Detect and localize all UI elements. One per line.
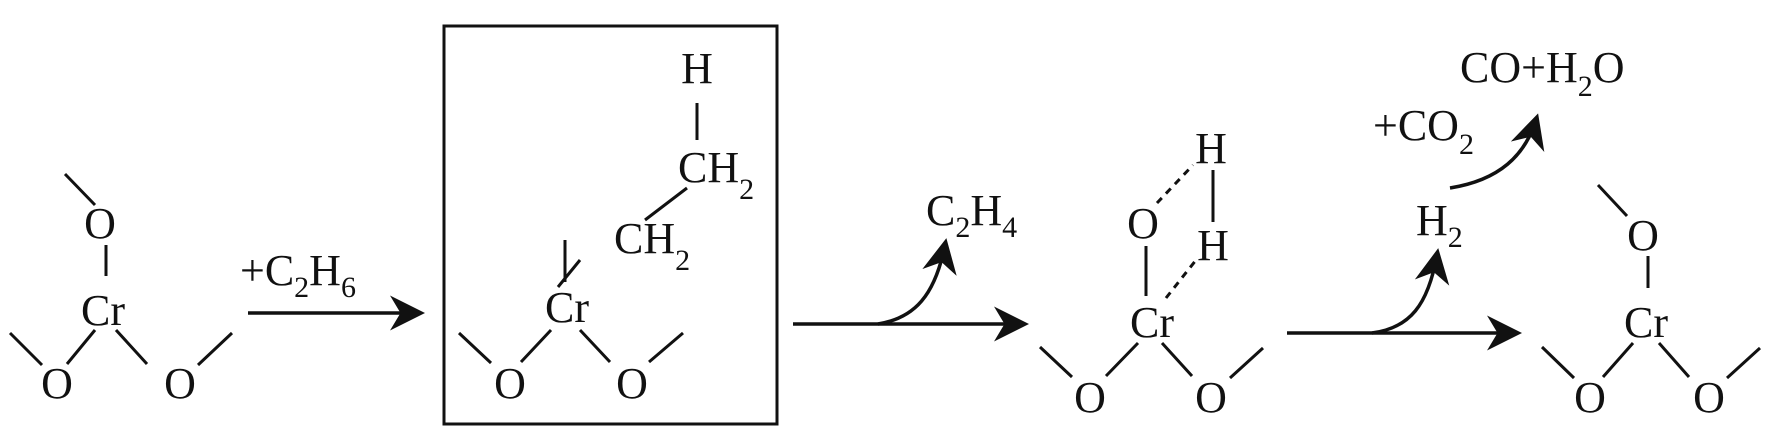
bond-methyl-o-left: [8, 331, 44, 367]
bond-cr-o-left: [1601, 342, 1635, 378]
dashed-cr-h: [1164, 259, 1198, 299]
intermediate-o-right: O: [616, 359, 648, 408]
hydride-o-left: O: [1074, 373, 1106, 422]
bond-methyl-o-right: [648, 331, 684, 364]
bond-cr-o-right: [1657, 342, 1691, 378]
hydride-species: H O H Cr O O: [1038, 124, 1265, 422]
step2-product: C2H4: [926, 186, 1017, 244]
bond-methyl-o-right: [196, 331, 234, 367]
reactant-o-left: O: [41, 359, 73, 408]
regenerated-o-right: O: [1693, 373, 1725, 422]
hydride-h2: H: [1197, 221, 1229, 270]
step3-arrow: H2 +CO2 CO+H2O: [1287, 43, 1625, 351]
hydride-h1: H: [1195, 124, 1227, 173]
hydride-o-right: O: [1195, 373, 1227, 422]
intermediate-ch2-low: CH2: [614, 214, 690, 277]
reactant-cr-species: O Cr O O: [8, 172, 234, 408]
bond-cr-o-right: [578, 328, 612, 364]
reactant-cr: Cr: [81, 286, 125, 335]
intermediate-cr: Cr: [545, 283, 589, 332]
hydride-cr: Cr: [1130, 298, 1174, 347]
intermediate-h: H: [681, 44, 713, 93]
bond-methyl-o-top: [1596, 183, 1629, 218]
regenerated-cr-species: O Cr O O: [1540, 183, 1762, 422]
intermediate-box: [442, 24, 779, 426]
bond-cr-o-left: [1104, 341, 1140, 378]
intermediate-ch2-top: CH2: [678, 143, 754, 206]
bond-cr-o-left: [519, 328, 553, 364]
bond-methyl-o-right: [1228, 346, 1265, 380]
bond-cr-o-right: [114, 328, 149, 366]
bond-methyl-o-top: [63, 172, 97, 207]
step2-arrow: C2H4: [793, 186, 1029, 342]
regenerated-cr: Cr: [1624, 298, 1668, 347]
dashed-o-h: [1155, 163, 1195, 205]
intermediate-o-left: O: [494, 359, 526, 408]
step1-arrow: +C2H6: [240, 246, 425, 331]
regenerated-o-top: O: [1627, 211, 1659, 260]
bond-methyl-o-left: [1540, 345, 1576, 380]
reactant-o-top: O: [84, 199, 116, 248]
bond-methyl-o-right: [1725, 346, 1762, 380]
hydride-o-top: O: [1127, 199, 1159, 248]
step1-reagent: +C2H6: [240, 246, 356, 304]
ethyl-intermediate: H CH2 CH2 Cr O O: [442, 24, 779, 426]
bond-methyl-o-left: [1038, 345, 1074, 379]
step3-co2: +CO2: [1373, 101, 1474, 161]
bond-cr-o-right: [1160, 341, 1194, 378]
bond-methyl-o-left: [457, 331, 493, 365]
bond-ch2-ch2: [644, 186, 688, 222]
bond-cr-o-left: [65, 329, 97, 365]
step3-h2: H2: [1416, 196, 1463, 254]
regenerated-o-left: O: [1574, 373, 1606, 422]
bond-cr-ch2: [556, 259, 582, 288]
reactant-o-right: O: [164, 359, 196, 408]
step3-products: CO+H2O: [1460, 43, 1625, 103]
